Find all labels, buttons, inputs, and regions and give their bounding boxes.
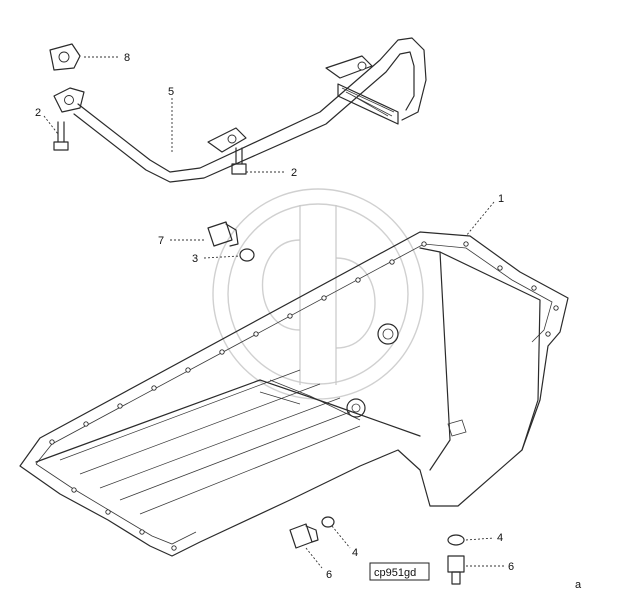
callout-5: 5: [168, 86, 174, 98]
watermark-logo: [212, 188, 424, 400]
rim-holes: [49, 241, 559, 551]
drain-plug-lower-left: [289, 523, 319, 549]
figure-code-text: cp951gd: [374, 567, 416, 579]
leader-lines: [43, 56, 504, 569]
bolt-upper-left: [53, 121, 69, 151]
pickup-tube: [49, 37, 427, 183]
washer-lower-right: [447, 534, 465, 546]
corner-letter: a: [575, 579, 582, 591]
callout-6-right: 6: [508, 561, 514, 573]
callout-1: 1: [498, 193, 504, 205]
callout-8: 8: [124, 52, 130, 64]
plug-7: [207, 221, 239, 247]
figure-code-label: cp951gd: [369, 562, 430, 581]
drain-plug-lower-right: [447, 555, 465, 585]
callout-2-bracket: 2: [291, 167, 297, 179]
callout-4-left: 4: [352, 547, 358, 559]
oil-pan: [19, 231, 569, 557]
washer-3: [239, 248, 255, 262]
washer-lower-left: [321, 516, 335, 528]
callout-2-upper: 2: [35, 107, 41, 119]
callout-6-left: 6: [326, 569, 332, 581]
callout-7: 7: [158, 235, 164, 247]
callout-3: 3: [192, 253, 198, 265]
callout-4-right: 4: [497, 532, 503, 544]
bolt-bracket: [231, 147, 247, 175]
callout-labels: 8 5 2 2 1 7 3 4 4 6 6: [35, 52, 514, 581]
